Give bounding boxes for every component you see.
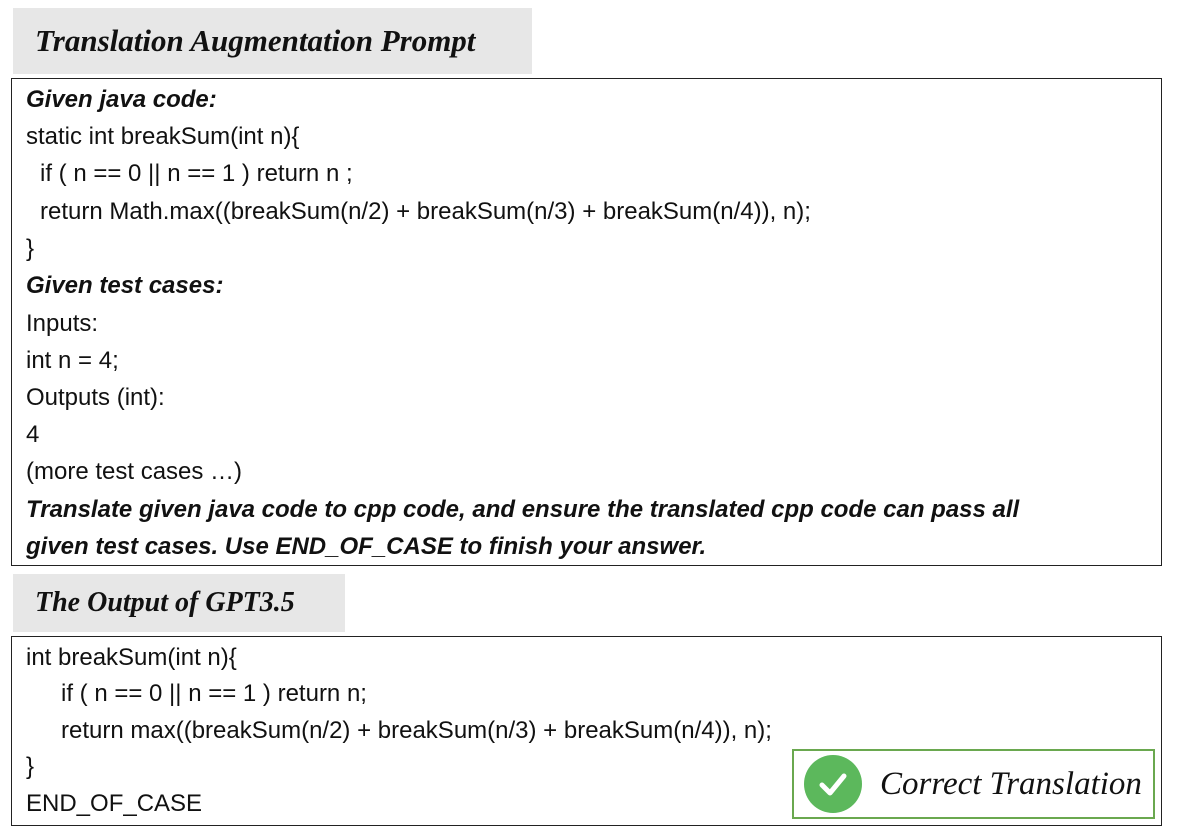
check-circle-icon xyxy=(804,755,862,813)
cpp-code-line: } xyxy=(26,753,35,780)
correct-translation-badge: Correct Translation xyxy=(792,749,1155,819)
instruction-line: Translate given java code to cpp code, a… xyxy=(26,496,1020,523)
java-code-line: if ( n == 0 || n == 1 ) return n ; xyxy=(40,160,353,187)
test-cases-heading: Given test cases: xyxy=(26,272,224,299)
output-value: 4 xyxy=(26,421,40,448)
outputs-label: Outputs (int): xyxy=(26,384,165,411)
prompt-panel: Given java code: static int breakSum(int… xyxy=(11,78,1162,566)
java-code-line: } xyxy=(26,235,35,262)
instruction-line: given test cases. Use END_OF_CASE to fin… xyxy=(26,533,707,560)
given-code-heading: Given java code: xyxy=(26,86,217,113)
inputs-label: Inputs: xyxy=(26,310,99,337)
cpp-code-line: if ( n == 0 || n == 1 ) return n; xyxy=(61,680,367,707)
prompt-section-title-text: Translation Augmentation Prompt xyxy=(35,23,476,58)
output-section-title-text: The Output of GPT3.5 xyxy=(35,587,295,618)
input-value: int n = 4; xyxy=(26,347,119,374)
prompt-section-title: Translation Augmentation Prompt xyxy=(13,8,532,74)
badge-label: Correct Translation xyxy=(880,765,1142,802)
end-of-case-marker: END_OF_CASE xyxy=(26,790,203,817)
java-code-line: return Math.max((breakSum(n/2) + breakSu… xyxy=(40,198,811,225)
output-section-title: The Output of GPT3.5 xyxy=(13,574,345,632)
cpp-code-line: int breakSum(int n){ xyxy=(26,644,237,671)
cpp-code-line: return max((breakSum(n/2) + breakSum(n/3… xyxy=(61,717,772,744)
more-test-cases: (more test cases …) xyxy=(26,458,243,485)
java-code-line: static int breakSum(int n){ xyxy=(26,123,300,150)
output-panel: int breakSum(int n){ if ( n == 0 || n ==… xyxy=(11,636,1162,826)
checkmark-icon xyxy=(819,773,847,796)
